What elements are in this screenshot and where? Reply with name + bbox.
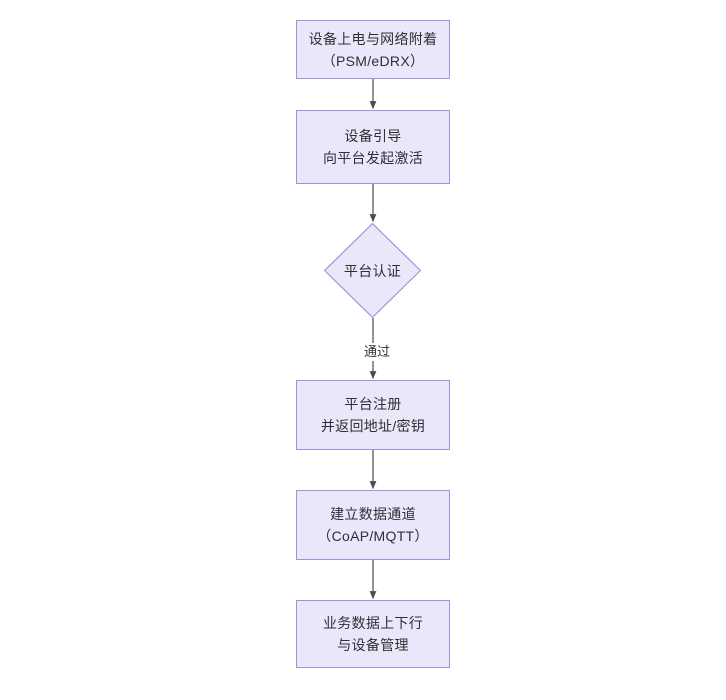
flow-node-platform-auth[interactable]: 平台认证 [324, 223, 421, 318]
flow-node-data-channel-line2: （CoAP/MQTT） [317, 528, 429, 544]
flow-node-power-on[interactable]: 设备上电与网络附着 （PSM/eDRX） [296, 20, 450, 79]
diamond-shape [324, 223, 421, 318]
flow-node-business-data-line2: 与设备管理 [337, 637, 409, 653]
flow-node-business-data-line1: 业务数据上下行 [322, 615, 424, 631]
flow-node-bootstrap-line2: 向平台发起激活 [322, 150, 424, 166]
flow-node-power-on-line2: （PSM/eDRX） [321, 52, 425, 69]
flow-node-power-on-line1: 设备上电与网络附着 [308, 30, 438, 47]
flow-node-data-channel-line1: 建立数据通道 [330, 506, 416, 522]
flow-node-bootstrap[interactable]: 设备引导 向平台发起激活 [296, 110, 450, 184]
flow-node-bootstrap-line1: 设备引导 [344, 128, 402, 144]
flow-node-platform-auth-label: 平台认证 [343, 262, 402, 279]
flow-node-business-data[interactable]: 业务数据上下行 与设备管理 [296, 600, 450, 668]
edge-label-pass: 通过 [356, 343, 398, 361]
flow-node-platform-register-line1: 平台注册 [344, 396, 402, 412]
flow-node-platform-register[interactable]: 平台注册 并返回地址/密钥 [296, 380, 450, 450]
flow-node-data-channel[interactable]: 建立数据通道 （CoAP/MQTT） [296, 490, 450, 560]
flow-node-platform-register-line2: 并返回地址/密钥 [320, 418, 426, 434]
